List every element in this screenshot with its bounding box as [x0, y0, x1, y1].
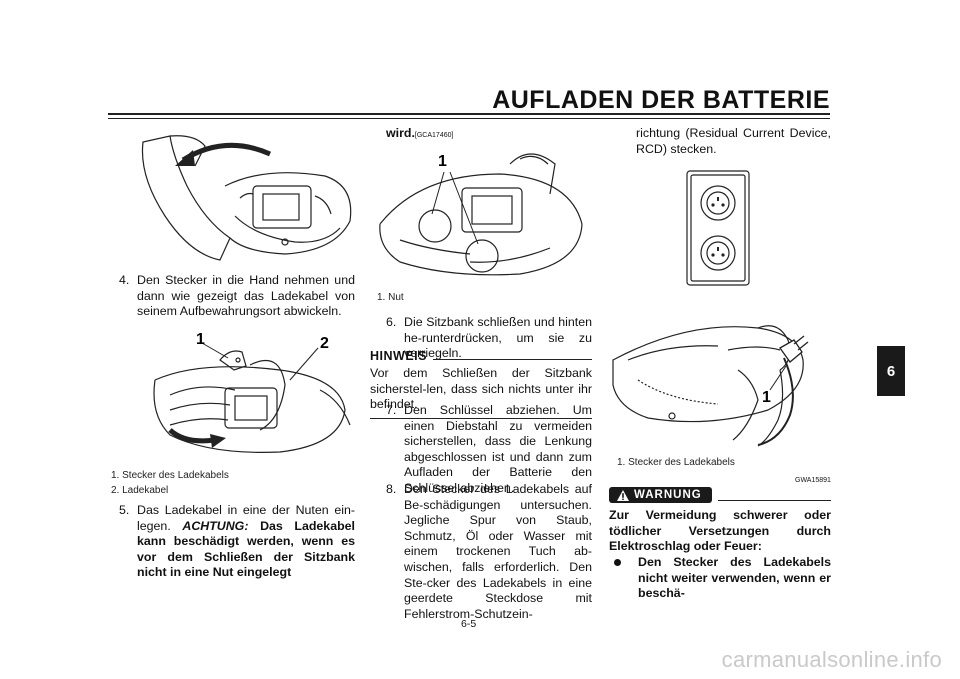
step-8-text: Den Stecker des Ladekabels auf Be-schädi…	[404, 482, 592, 621]
caption-cable: 2. Ladekabel	[111, 485, 169, 496]
callout-1: 1	[762, 389, 771, 406]
illustration-socket	[686, 170, 750, 286]
warning-badge: WARNUNG	[609, 487, 712, 503]
illustration-plug-connected: 1	[608, 300, 833, 450]
caution-text: Das Ladekabel kann beschädigt werden, we…	[137, 518, 355, 580]
step-7-number: 7.	[386, 403, 397, 417]
caption-groove: 1. Nut	[377, 292, 404, 303]
bullet-1-text: Den Stecker des Ladekabels nicht weiter …	[638, 555, 831, 601]
callout-2: 2	[320, 335, 329, 352]
step-4-text: Den Stecker in die Hand nehmen und dann …	[137, 273, 355, 319]
caution-code: [GCA17460]	[414, 132, 454, 139]
continuation-text: wird.	[386, 126, 415, 140]
warning-lead: Zur Vermeidung schwerer oder tödlicher V…	[609, 508, 831, 554]
callout-1: 1	[196, 331, 205, 348]
step-6: 6. Die Sitzbank schließen und hinten he-…	[386, 315, 592, 362]
header-rule-thin	[108, 118, 830, 119]
warning-bullet-1: Den Stecker des Ladekabels nicht weiter …	[614, 555, 831, 602]
step-4: 4. Den Stecker in die Hand nehmen und da…	[119, 273, 355, 320]
step-7-text: Den Schlüssel abziehen. Um einen Diebsta…	[404, 403, 592, 495]
step-5-text: Das Ladekabel in eine der Nuten ein-lege…	[137, 503, 355, 533]
warning-box: WARNUNG	[609, 487, 831, 503]
chapter-tab[interactable]: 6	[877, 346, 905, 396]
step-4-number: 4.	[119, 273, 130, 287]
warning-code: GWA15891	[795, 477, 831, 484]
step-6-number: 6.	[386, 315, 397, 329]
column3-continuation: richtung (Residual Current Device, RCD) …	[636, 126, 831, 156]
warning-label: WARNUNG	[634, 489, 702, 501]
illustration-charging-cable: 1 2	[140, 330, 360, 460]
step-5-number: 5.	[119, 503, 130, 517]
page-title: AUFLADEN DER BATTERIE	[492, 86, 830, 114]
watermark: carmanualsonline.info	[721, 647, 942, 672]
hinweis-label: HINWEIS	[370, 349, 427, 363]
page-number: 6-5	[461, 618, 477, 630]
caption-plug: 1. Stecker des Ladekabels	[111, 470, 229, 481]
caption-plug: 1. Stecker des Ladekabels	[617, 457, 735, 468]
step-7: 7. Den Schlüssel abziehen. Um einen Dieb…	[386, 403, 592, 497]
bullet-icon	[614, 559, 621, 567]
illustration-seat-open	[135, 126, 360, 264]
step-5: 5. Das Ladekabel in eine der Nuten ein-l…	[119, 503, 355, 581]
illustration-grooves: 1	[370, 144, 592, 284]
callout-1: 1	[438, 153, 447, 170]
header-rule	[108, 113, 830, 115]
warning-triangle-icon	[617, 489, 629, 501]
column2-continuation: wird.[GCA17460]	[386, 126, 453, 144]
hinweis-text: Vor dem Schließen der Sitzbank sicherste…	[370, 366, 592, 412]
step-6-text: Die Sitzbank schließen und hinten he-run…	[404, 315, 592, 361]
step-8: 8. Den Stecker des Ladekabels auf Be-sch…	[386, 482, 592, 622]
hinweis-box: HINWEIS Vor dem Schließen der Sitzbank s…	[370, 349, 592, 419]
step-8-number: 8.	[386, 482, 397, 496]
caution-label: ACHTUNG:	[182, 518, 249, 533]
